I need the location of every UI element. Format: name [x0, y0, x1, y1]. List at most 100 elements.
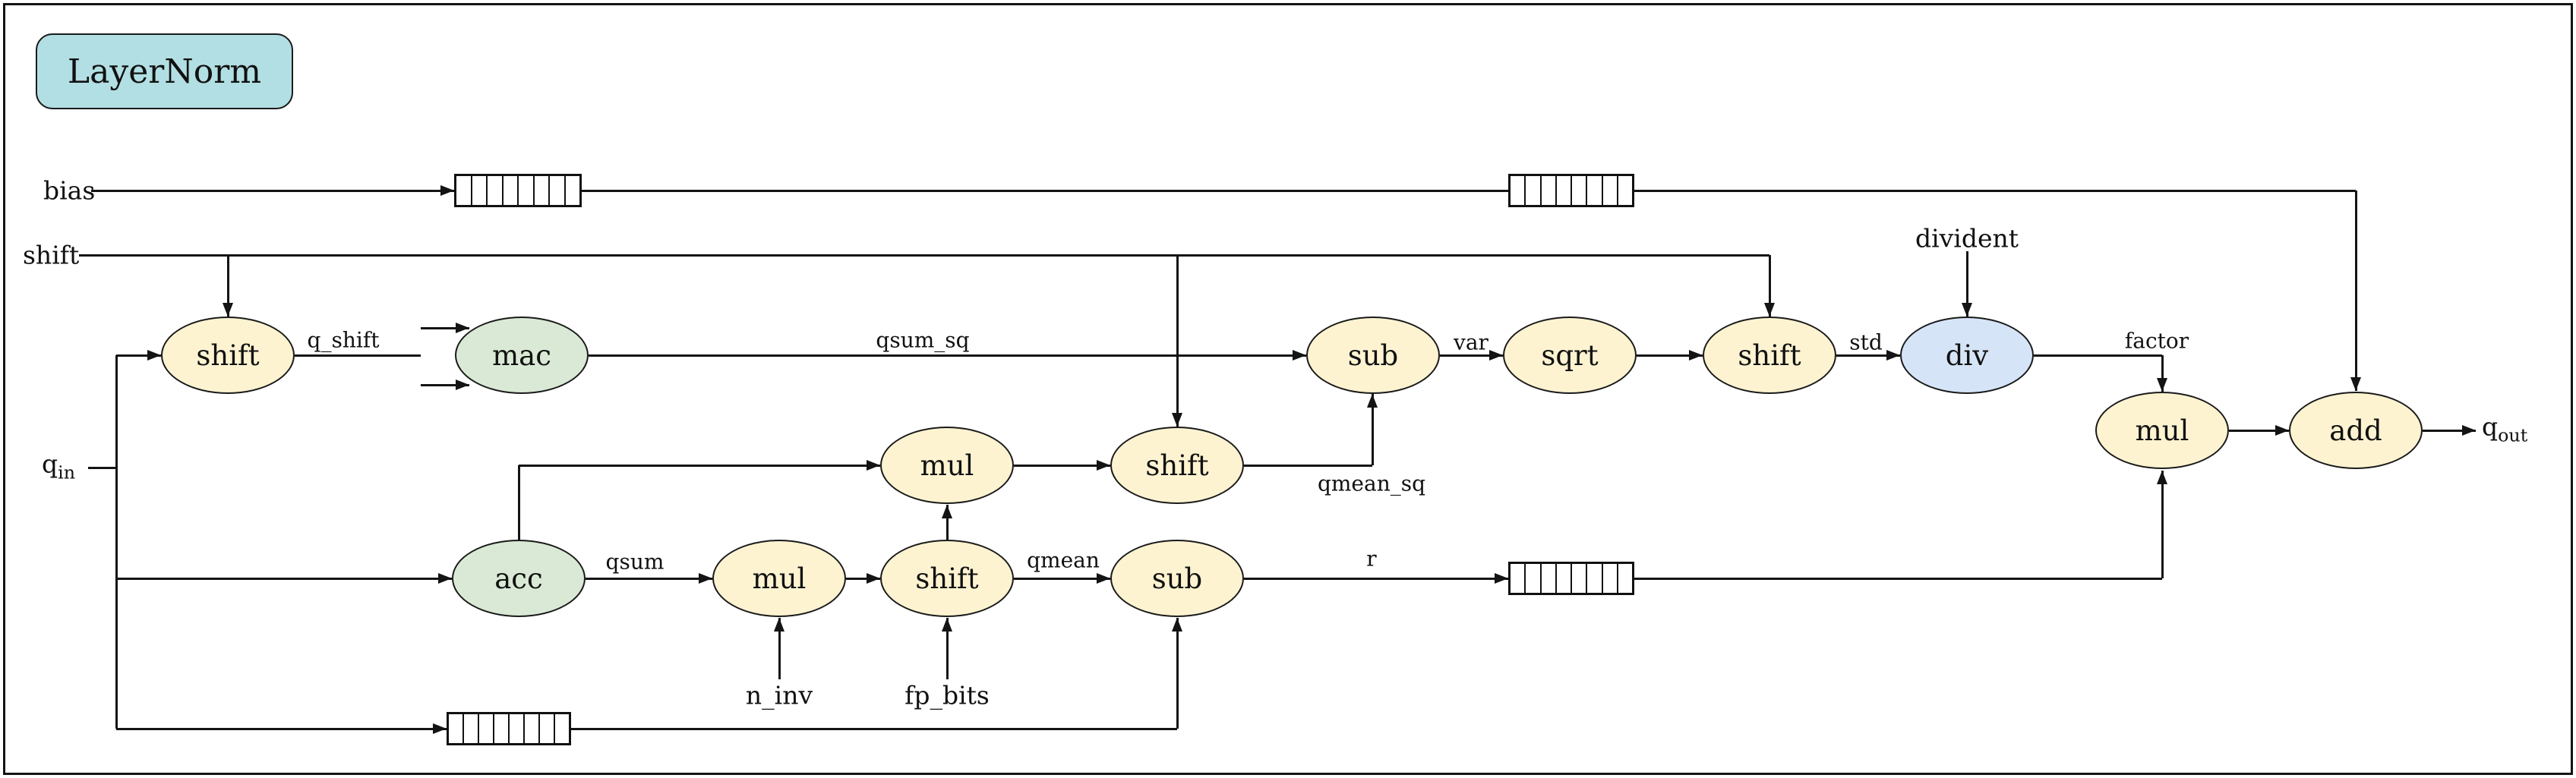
edge-label-qsum-sq: qsum_sq [876, 327, 970, 353]
node-shift-4: shift [1703, 317, 1836, 394]
io-label-subscript: out [2498, 424, 2528, 446]
arrowhead-icon [1293, 350, 1306, 361]
fifo-cell [510, 714, 525, 743]
edge-line [91, 190, 454, 192]
edge-line [946, 505, 949, 540]
fifo-cell [504, 176, 519, 205]
io-label-n-inv: n_inv [746, 681, 813, 710]
fifo-cell [1587, 176, 1603, 205]
node-label: div [1945, 339, 1989, 372]
edge-line [88, 467, 116, 469]
arrowhead-icon [1495, 573, 1508, 584]
edge-line [1836, 354, 1900, 357]
edge-line [2229, 430, 2289, 432]
fifo-cell [1587, 564, 1603, 593]
fifo-cell [555, 714, 569, 743]
node-sub-2: sub [1110, 540, 1244, 617]
arrowhead-icon [223, 303, 233, 317]
arrowhead-icon [1962, 303, 1972, 317]
arrowhead-icon [942, 618, 952, 632]
fifo-cell [1557, 176, 1572, 205]
fifo-cell [540, 714, 555, 743]
edge-line [1244, 578, 1508, 580]
fifo-cell [488, 176, 504, 205]
io-label-text: n_inv [745, 680, 813, 710]
edge-line [1637, 354, 1703, 357]
arrowhead-icon [1489, 350, 1503, 361]
node-label: shift [1738, 339, 1801, 372]
edge-line [1440, 354, 1503, 357]
fifo-cell [566, 176, 580, 205]
edge-line [1966, 251, 1968, 317]
arrowhead-icon [867, 460, 880, 471]
edge-line [571, 728, 1177, 730]
node-shift-3: shift [880, 540, 1014, 617]
fifo-cell [479, 714, 494, 743]
node-acc: acc [452, 540, 586, 617]
edge-line [1176, 618, 1179, 729]
io-label-divident: divident [1915, 224, 2019, 254]
fifo-cell [472, 176, 488, 205]
io-label-text: q [42, 449, 58, 479]
io-label-q-in: qin [42, 449, 75, 483]
fifo-cell [1603, 564, 1618, 593]
edge-label-qmean: qmean [1027, 547, 1100, 573]
fifo-cell [1542, 176, 1557, 205]
arrowhead-icon [699, 573, 712, 584]
io-label-text: fp_bits [904, 680, 990, 710]
io-label-q-out: qout [2482, 412, 2527, 446]
arrowhead-icon [1689, 350, 1703, 361]
edge-line [421, 327, 469, 329]
fifo-cell [1618, 564, 1632, 593]
fifo-bias-1 [454, 174, 582, 207]
edge-label-q-shift: q_shift [307, 327, 380, 353]
fifo-cell [1526, 176, 1542, 205]
title-badge: LayerNorm [36, 33, 293, 109]
edge-line [846, 578, 880, 580]
arrowhead-icon [2157, 378, 2167, 392]
arrowhead-icon [1367, 394, 1378, 408]
node-label: mul [752, 562, 807, 595]
edge-line [115, 355, 118, 729]
node-mac: mac [455, 317, 589, 394]
edge-line [1014, 578, 1110, 580]
edge-line [519, 465, 880, 467]
edge-line [1014, 465, 1110, 467]
node-sqrt: sqrt [1503, 317, 1637, 394]
fifo-r [1508, 562, 1634, 595]
node-add: add [2289, 392, 2423, 469]
edge-label-var: var [1454, 329, 1488, 355]
io-label-text: shift [23, 240, 80, 270]
node-label: add [2329, 414, 2382, 447]
fifo-cell [535, 176, 550, 205]
edge-line [2423, 430, 2476, 432]
arrowhead-icon [438, 573, 452, 584]
node-label: shift [915, 562, 979, 595]
fifo-cell [449, 714, 464, 743]
arrowhead-icon [456, 380, 469, 390]
arrowhead-icon [1172, 413, 1182, 427]
node-shift-2: shift [1110, 427, 1244, 504]
io-label-text: divident [1915, 223, 2019, 254]
edge-line [79, 254, 1769, 257]
edge-line [1769, 255, 1771, 317]
node-label: mul [920, 449, 974, 482]
io-label-shift-in: shift [23, 241, 79, 270]
arrowhead-icon [2350, 377, 2361, 391]
edge-line [778, 618, 781, 679]
edge-label-factor: factor [2124, 328, 2189, 354]
io-label-text: bias [43, 175, 96, 206]
edge-line [116, 354, 161, 357]
fifo-cell [1542, 564, 1557, 593]
fifo-cell [1618, 176, 1632, 205]
fifo-cell [1511, 564, 1526, 593]
edge-line [421, 384, 469, 386]
arrowhead-icon [774, 618, 784, 632]
arrowhead-icon [2462, 425, 2476, 436]
edge-line [1372, 394, 1374, 465]
edge-line [2034, 354, 2162, 357]
fifo-cell [464, 714, 479, 743]
edge-line [295, 354, 421, 357]
arrowhead-icon [1172, 618, 1182, 632]
